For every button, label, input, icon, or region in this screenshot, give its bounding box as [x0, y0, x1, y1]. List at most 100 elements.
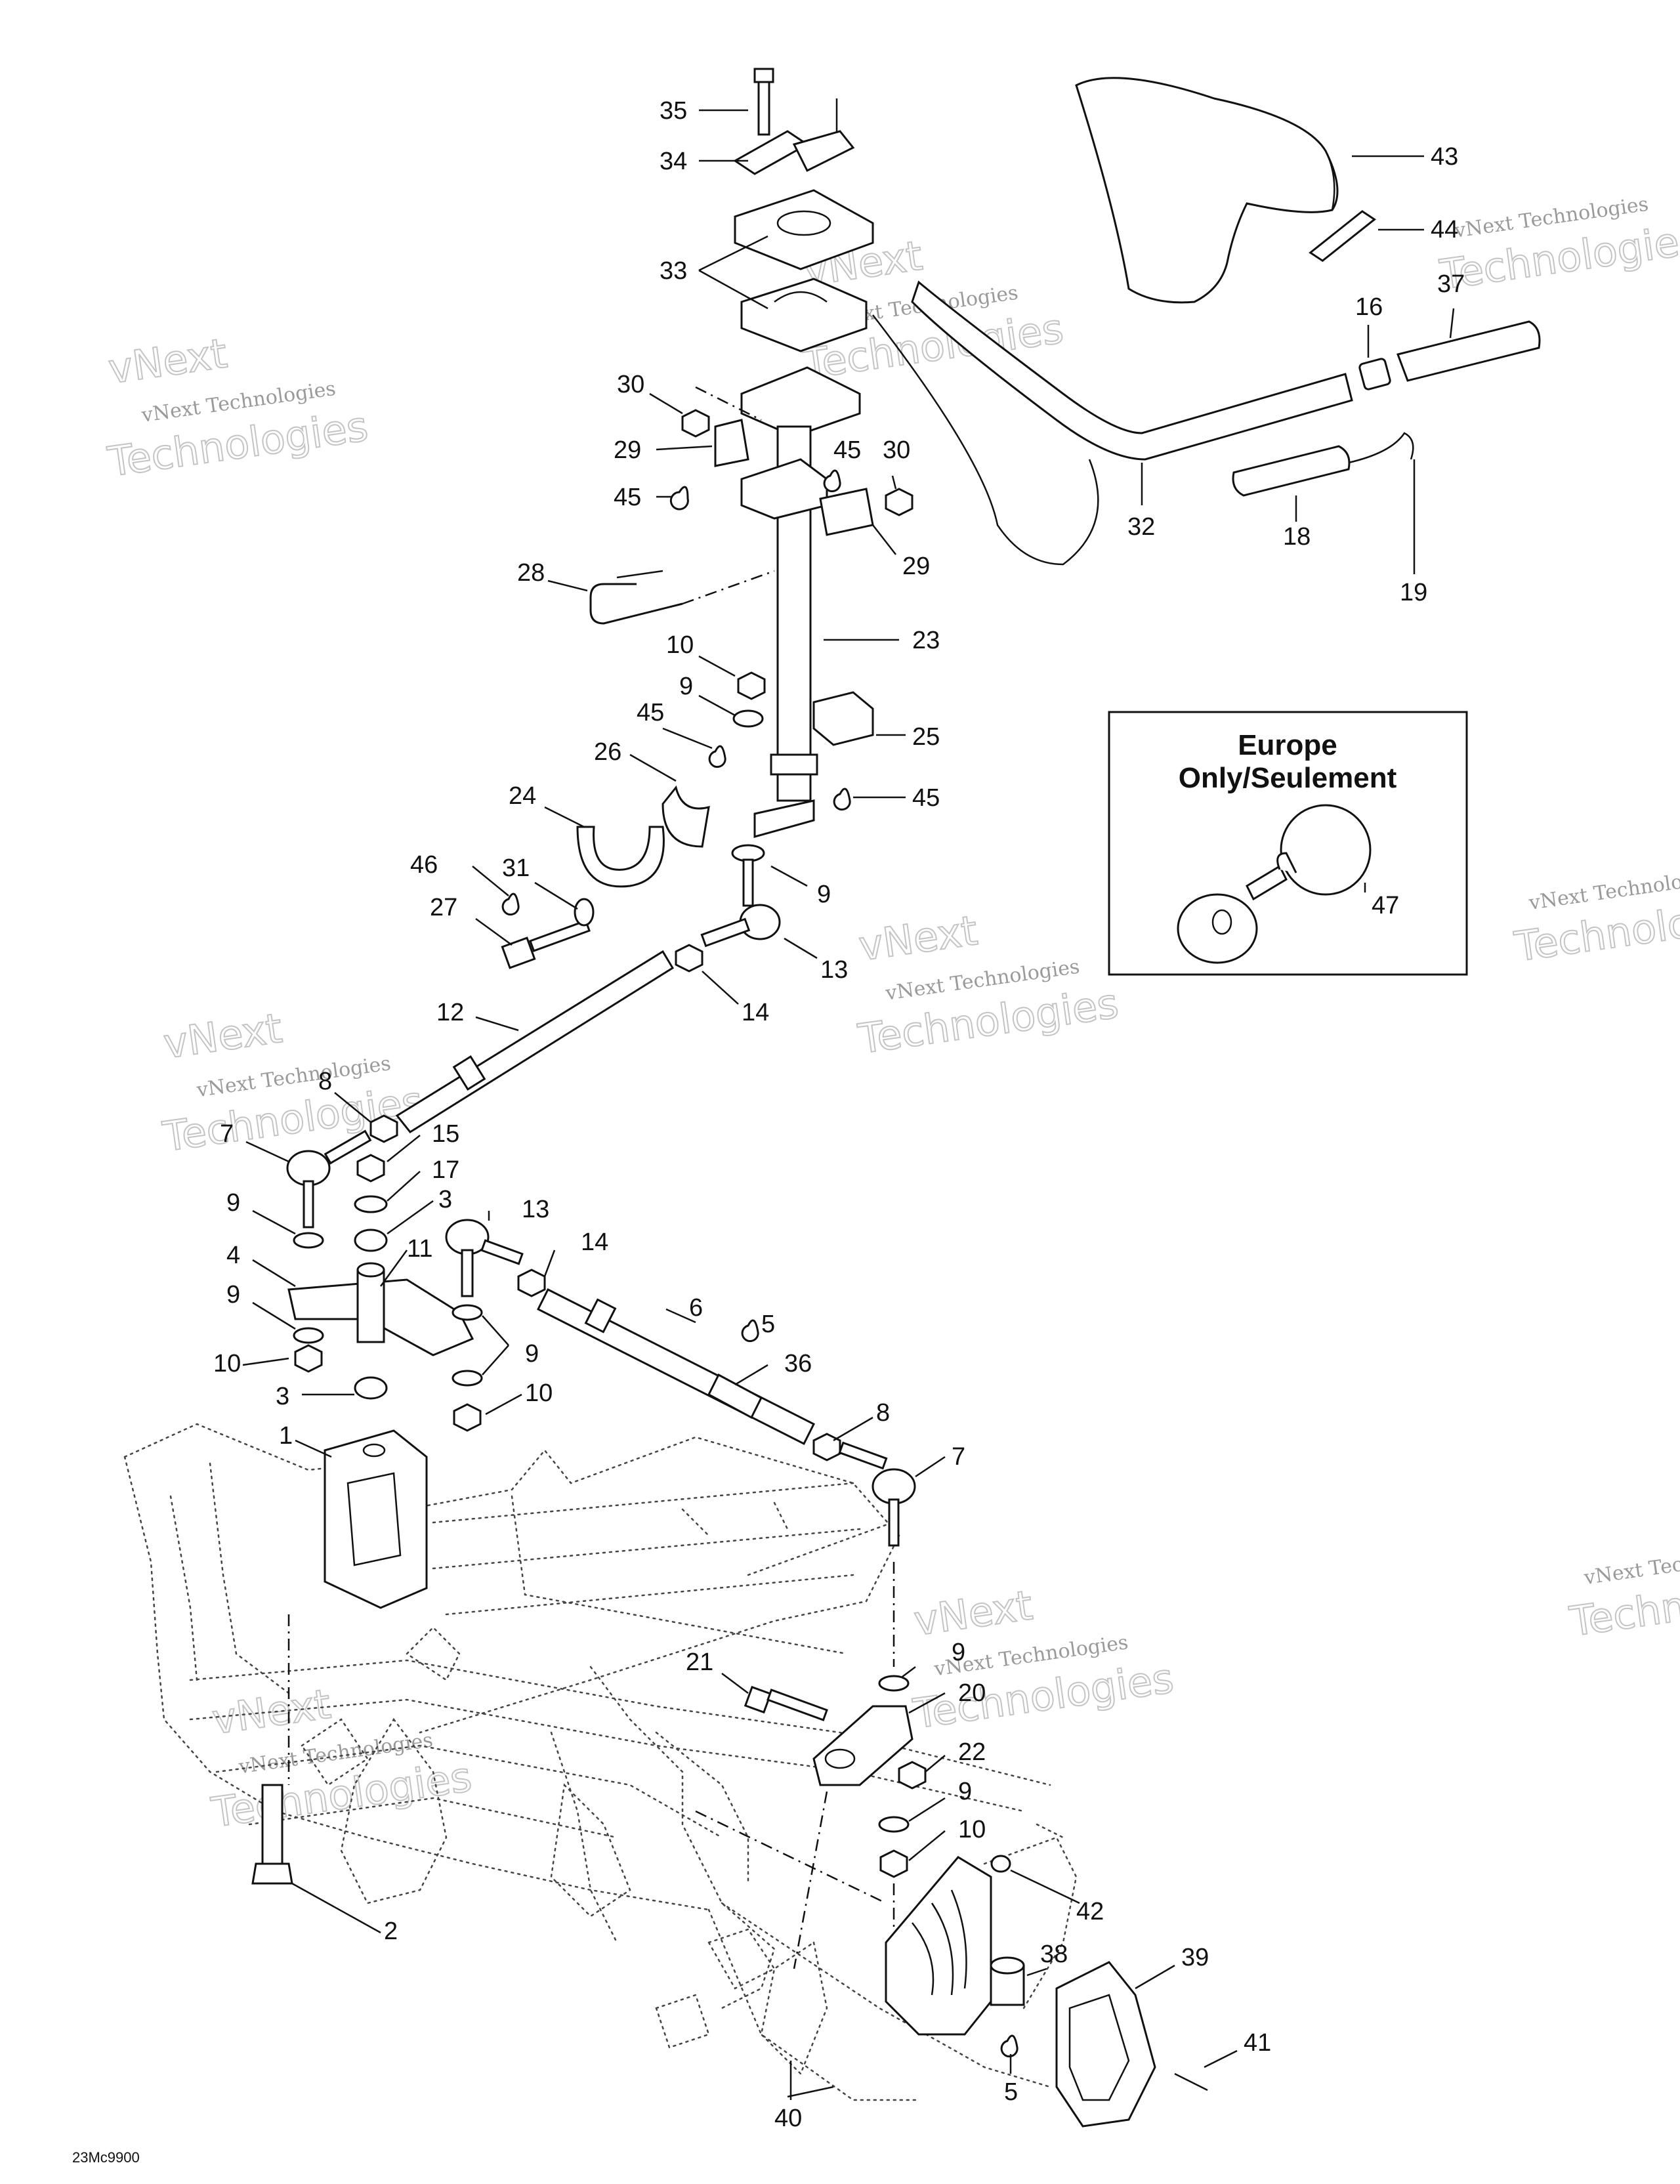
plate-39-inner — [1068, 1994, 1130, 2101]
tie-rod-end-7-lower-stud — [888, 1498, 900, 1547]
stud-column-lower — [742, 858, 754, 907]
callout-10-low: 10 — [525, 1379, 553, 1407]
grip-37 — [1396, 320, 1541, 382]
column-collar — [770, 753, 818, 776]
grip-18 — [1232, 445, 1351, 497]
callout-17: 17 — [432, 1156, 459, 1184]
leader-41 — [1204, 2049, 1238, 2068]
callout-16: 16 — [1355, 293, 1383, 321]
pitman-arm-group — [287, 1154, 546, 1432]
callout-9-bc: 9 — [525, 1340, 539, 1368]
callout-9-pitman: 9 — [226, 1189, 240, 1217]
horn-clamp — [1276, 852, 1297, 873]
bolt-21-head — [744, 1685, 772, 1714]
callout-15: 15 — [432, 1120, 459, 1148]
callout-2: 2 — [384, 1918, 398, 1945]
handlebar-32 — [911, 280, 1353, 461]
callout-30b: 30 — [883, 436, 910, 464]
bushing-3-lower — [354, 1376, 388, 1400]
leader-lines — [242, 109, 1455, 2100]
washer-9-arm — [878, 1675, 910, 1692]
leader-9-c — [482, 1345, 509, 1376]
leader-9-arm — [902, 1666, 916, 1677]
leader-10-pitman — [242, 1357, 289, 1366]
callout-39: 39 — [1181, 1944, 1209, 1971]
diagram-code: 23Mc9900 — [72, 2149, 140, 2166]
grease-45b — [823, 469, 841, 493]
leader-33a — [698, 235, 768, 272]
callout-29a: 29 — [614, 436, 641, 464]
clamp-24 — [576, 826, 665, 888]
tie-rod-12-hex — [452, 1055, 486, 1091]
nut-10-lower — [453, 1403, 482, 1432]
leader-12 — [475, 1016, 519, 1032]
callout-34: 34 — [660, 148, 687, 175]
alignment-lines — [287, 386, 895, 1969]
leader-9-pitman-b — [252, 1301, 296, 1330]
horn-bell-opening — [1211, 909, 1232, 935]
leader-7-low — [915, 1456, 946, 1478]
leader-22 — [925, 1755, 946, 1773]
grease-5-lower — [1000, 2034, 1018, 2058]
callout-13-low: 13 — [522, 1196, 549, 1223]
horn-bell — [1177, 893, 1258, 964]
bolt-35-head — [753, 68, 774, 83]
steering-column-assembly — [501, 68, 914, 973]
tie-rod-end-7-lower-thread — [838, 1441, 888, 1470]
clamp-33-lower-bore — [774, 291, 828, 303]
callout-20: 20 — [958, 1679, 986, 1707]
leader-21 — [721, 1673, 749, 1694]
callout-6: 6 — [689, 1294, 703, 1322]
steering-support-1 — [324, 1429, 428, 1609]
callout-41: 41 — [1244, 2029, 1271, 2057]
callout-33: 33 — [660, 257, 687, 285]
tether-19 — [1348, 432, 1414, 464]
callout-45a: 45 — [614, 484, 641, 511]
callout-45c: 45 — [637, 699, 664, 726]
callout-32: 32 — [1127, 513, 1155, 541]
callout-3-low: 3 — [276, 1383, 289, 1410]
callout-30a: 30 — [617, 371, 644, 398]
tie-rod-end-7-lower — [872, 1468, 916, 1505]
leader-11 — [379, 1250, 408, 1287]
bushing-3-upper — [354, 1228, 388, 1252]
watermark-1-line1: vNext — [106, 329, 230, 392]
bushing-26 — [662, 785, 710, 848]
bolt-2-head — [251, 1862, 293, 1885]
callout-7-top: 7 — [220, 1120, 234, 1148]
callout-35: 35 — [660, 97, 687, 125]
leader-10-top — [698, 655, 736, 677]
horn-bulb — [1280, 804, 1372, 896]
nut-10-column — [737, 671, 766, 700]
leader-42 — [1010, 1869, 1080, 1904]
washer-9-pitman-bottom — [293, 1327, 324, 1344]
callout-9-mid: 9 — [817, 881, 831, 908]
grease-46 — [501, 892, 520, 916]
watermark-6: vNext Technologies Technologies — [1511, 865, 1680, 972]
callout-42: 42 — [1076, 1898, 1104, 1925]
callout-21: 21 — [686, 1648, 713, 1676]
leader-38 — [1026, 1967, 1047, 1977]
leader-33b — [698, 269, 768, 310]
leader-6 — [665, 1308, 696, 1324]
nut-14-upper — [675, 944, 704, 973]
watermark-4-line1: vNext — [161, 1004, 285, 1068]
leader-15 — [387, 1135, 421, 1162]
leader-8-top — [334, 1092, 371, 1123]
bolt-27-shank — [529, 919, 591, 952]
europe-inset: Europe Only/Seulement 47 — [1108, 711, 1468, 976]
callouts: 35 34 33 30 29 45 45 30 29 28 23 10 9 45… — [213, 97, 1465, 2132]
callout-24: 24 — [509, 782, 536, 810]
support-1-bore — [362, 1443, 386, 1458]
leader-39 — [1135, 1964, 1175, 1990]
leader-28 — [547, 579, 588, 592]
watermark-3: vNext Technologies Technologies — [1437, 193, 1680, 300]
leader-10-low — [485, 1393, 522, 1416]
leader-14-low — [543, 1250, 556, 1277]
plate-34b — [792, 130, 855, 173]
washer-17 — [354, 1195, 388, 1213]
handlebar-cable — [872, 314, 1099, 566]
watermark-9: vNext Technologies Technologies — [1566, 1540, 1680, 1647]
support-1-window — [346, 1472, 402, 1566]
spindle-11 — [356, 1269, 385, 1343]
